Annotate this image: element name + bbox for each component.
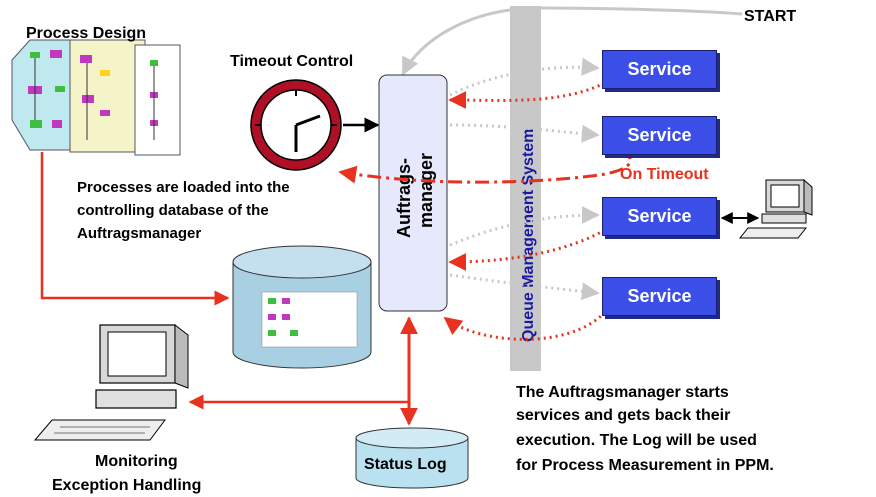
response-arrow-3 [448,228,606,271]
status-log-icon [355,427,469,489]
computer-icon [33,323,189,441]
on-timeout-label: On Timeout [620,166,709,183]
service-box: Service [602,50,717,89]
starts-services-line2: services and gets back their [516,407,730,424]
status-log-label: Status Log [364,456,447,473]
workstation-icon [738,178,813,239]
database-icon [232,245,372,369]
processes-loaded-line3: Auftragsmanager [77,225,201,242]
request-arrow-4 [449,273,600,301]
timeout-arrow [338,148,632,184]
monitoring-line2: Exception Handling [52,477,201,494]
design-to-db-arrow [40,152,230,306]
process-flowchart-icon [11,39,181,156]
request-arrow-1 [449,57,600,97]
start-label: START [744,8,796,25]
processes-loaded-line1: Processes are loaded into the [77,179,290,196]
processes-loaded-line2: controlling database of the [77,202,269,219]
timeout-control-label: Timeout Control [230,53,353,70]
auftragsmanager-line1: Auftrags- [394,158,414,238]
service-label: Service [627,59,692,79]
service-label: Service [627,286,692,306]
auftragsmanager-box [378,74,448,312]
starts-services-line4: for Process Measurement in PPM. [516,457,774,474]
process-design-label: Process Design [26,25,146,42]
service-box: Service [602,197,717,236]
service-box: Service [602,116,717,155]
queue-title: Queue Management System [520,129,537,342]
starts-services-line3: execution. The Log will be used [516,432,757,449]
service-label: Service [627,206,692,226]
request-arrow-3 [449,206,600,247]
clock-icon [250,79,342,171]
response-arrow-4 [443,310,607,341]
service-box: Service [602,277,717,316]
response-arrow-1 [448,81,606,110]
starts-services-line1: The Auftragsmanager starts [516,384,729,401]
auftragsmanager-line2: manager [416,153,436,228]
monitoring-line1: Monitoring [95,453,178,470]
service-label: Service [627,125,692,145]
queue-bar [510,6,541,371]
